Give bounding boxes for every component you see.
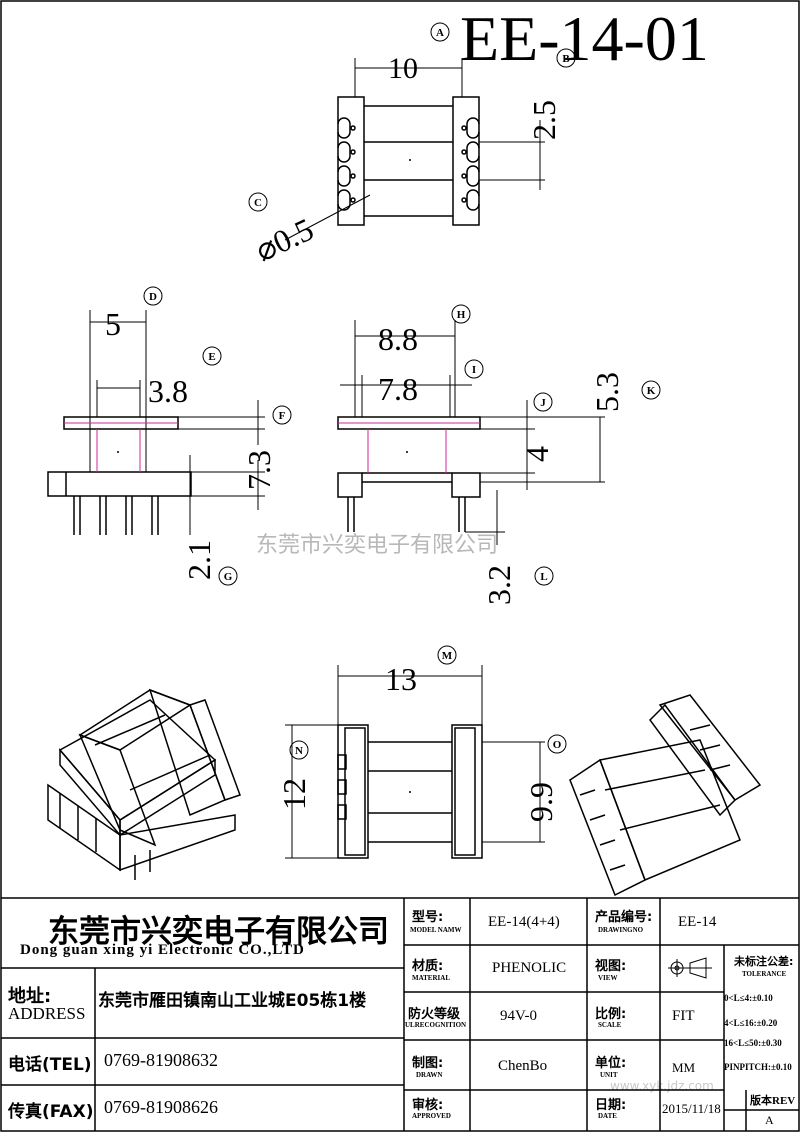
rev-label: 版本REV xyxy=(750,1095,796,1107)
svg-text:J: J xyxy=(540,397,546,409)
dim-side-d: 5 xyxy=(105,306,121,342)
front-view xyxy=(337,320,605,545)
dim-bottom-m: 13 xyxy=(385,661,417,697)
svg-text:E: E xyxy=(208,351,215,363)
svg-text:L: L xyxy=(540,571,547,583)
marker-group xyxy=(143,22,661,760)
tolerance-row: PINPITCH:±0.10 xyxy=(724,1062,792,1072)
material-label: 材质: xyxy=(412,959,444,974)
dim-top-pitch: 2.5 xyxy=(526,100,562,140)
approved-label-en: APPROVED xyxy=(412,1112,451,1120)
view-label-en: VIEW xyxy=(598,974,618,982)
svg-text:D: D xyxy=(149,291,157,303)
scale-label-en: SCALE xyxy=(598,1021,622,1029)
tolerance-row: 16<L≤50:±0.30 xyxy=(724,1038,782,1048)
svg-text:C: C xyxy=(254,197,262,209)
dim-top-width: 10 xyxy=(388,52,418,85)
address-value: 东莞市雁田镇南山工业城E05栋1楼 xyxy=(98,991,367,1011)
svg-text:O: O xyxy=(553,739,562,751)
drawn-label-en: DRAWN xyxy=(416,1071,443,1079)
dim-front-j: 4 xyxy=(519,446,555,462)
scale-value: FIT xyxy=(672,1008,695,1024)
tolerance-title-en: TOLERANCE xyxy=(742,970,787,978)
drawing-title: EE-14-01 xyxy=(460,3,709,74)
svg-text:N: N xyxy=(295,745,303,757)
watermark-company: 东莞市兴奕电子有限公司 xyxy=(256,533,498,558)
svg-text:F: F xyxy=(279,410,286,422)
svg-text:G: G xyxy=(224,571,233,583)
fire-label: 防火等级 xyxy=(408,1007,461,1022)
product-value: EE-14 xyxy=(678,914,717,930)
company-name-cn: 东莞市兴奕电子有限公司 xyxy=(48,914,389,950)
model-value: EE-14(4+4) xyxy=(488,914,560,930)
dim-front-i: 7.8 xyxy=(378,371,418,407)
tolerance-title: 未标注公差: xyxy=(734,955,794,968)
unit-label: 单位: xyxy=(595,1056,627,1071)
date-label-en: DATE xyxy=(598,1112,617,1120)
material-value: PHENOLIC xyxy=(492,960,567,976)
dim-bottom-n: 12 xyxy=(276,778,312,810)
svg-text:K: K xyxy=(647,385,656,397)
tolerance-row: 0<L≤4:±0.10 xyxy=(724,993,773,1003)
date-label: 日期: xyxy=(595,1098,627,1113)
svg-text:M: M xyxy=(442,650,453,662)
unit-label-en: UNIT xyxy=(600,1071,618,1079)
dim-side-f: 7.3 xyxy=(241,450,277,490)
product-label-en: DRAWINGNO xyxy=(598,926,644,934)
rev-value: A xyxy=(765,1113,774,1127)
projection-symbol-icon xyxy=(668,957,712,979)
view-label: 视图: xyxy=(595,959,627,974)
date-value: 2015/11/18 xyxy=(662,1101,721,1116)
tel-label: 电话(TEL) xyxy=(8,1055,92,1075)
watermark-url: www.xyk.jdz.com xyxy=(610,1079,714,1093)
top-view xyxy=(284,58,545,241)
marker-labels: A B C D E F G H I J K L M N O xyxy=(149,27,656,757)
dim-front-l: 3.2 xyxy=(481,565,517,605)
iso-view-right xyxy=(569,694,762,897)
product-label: 产品编号: xyxy=(595,910,653,925)
svg-text:I: I xyxy=(472,364,476,376)
dim-bottom-o: 9.9 xyxy=(523,782,559,822)
title-block-grid xyxy=(1,897,799,1131)
fire-value: 94V-0 xyxy=(500,1008,537,1024)
scale-label: 比例: xyxy=(595,1007,627,1022)
tolerance-row: 4<L≤16:±0.20 xyxy=(724,1018,778,1028)
svg-text:A: A xyxy=(436,27,444,39)
drawn-label: 制图: xyxy=(412,1056,444,1071)
tel-value: 0769-81908632 xyxy=(104,1050,218,1070)
dim-side-e: 3.8 xyxy=(148,373,188,409)
dim-side-g: 2.1 xyxy=(181,540,217,580)
bottom-view xyxy=(285,665,545,859)
fax-label: 传真(FAX) xyxy=(8,1102,94,1122)
unit-value: MM xyxy=(672,1060,696,1075)
material-label-en: MATERIAL xyxy=(412,974,450,982)
svg-text:B: B xyxy=(562,53,570,65)
fax-value: 0769-81908626 xyxy=(104,1097,218,1117)
model-label-en: MODEL NAMW xyxy=(410,926,462,934)
address-label-en: ADDRESS xyxy=(8,1004,86,1023)
fire-label-en: ULRECOGNITION xyxy=(405,1021,467,1029)
company-name-en: Dong guan xing yi Electronic CO.,LTD xyxy=(20,942,305,958)
iso-view-left xyxy=(47,688,241,880)
dim-front-h: 8.8 xyxy=(378,321,418,357)
svg-text:H: H xyxy=(457,309,466,321)
dim-front-k: 5.3 xyxy=(589,372,625,412)
drawn-value: ChenBo xyxy=(498,1058,548,1074)
address-label: 地址: xyxy=(8,986,52,1007)
approved-label: 审核: xyxy=(412,1098,444,1113)
model-label: 型号: xyxy=(412,910,444,925)
dim-top-pin-dia: ⌀0.5 xyxy=(250,211,319,269)
